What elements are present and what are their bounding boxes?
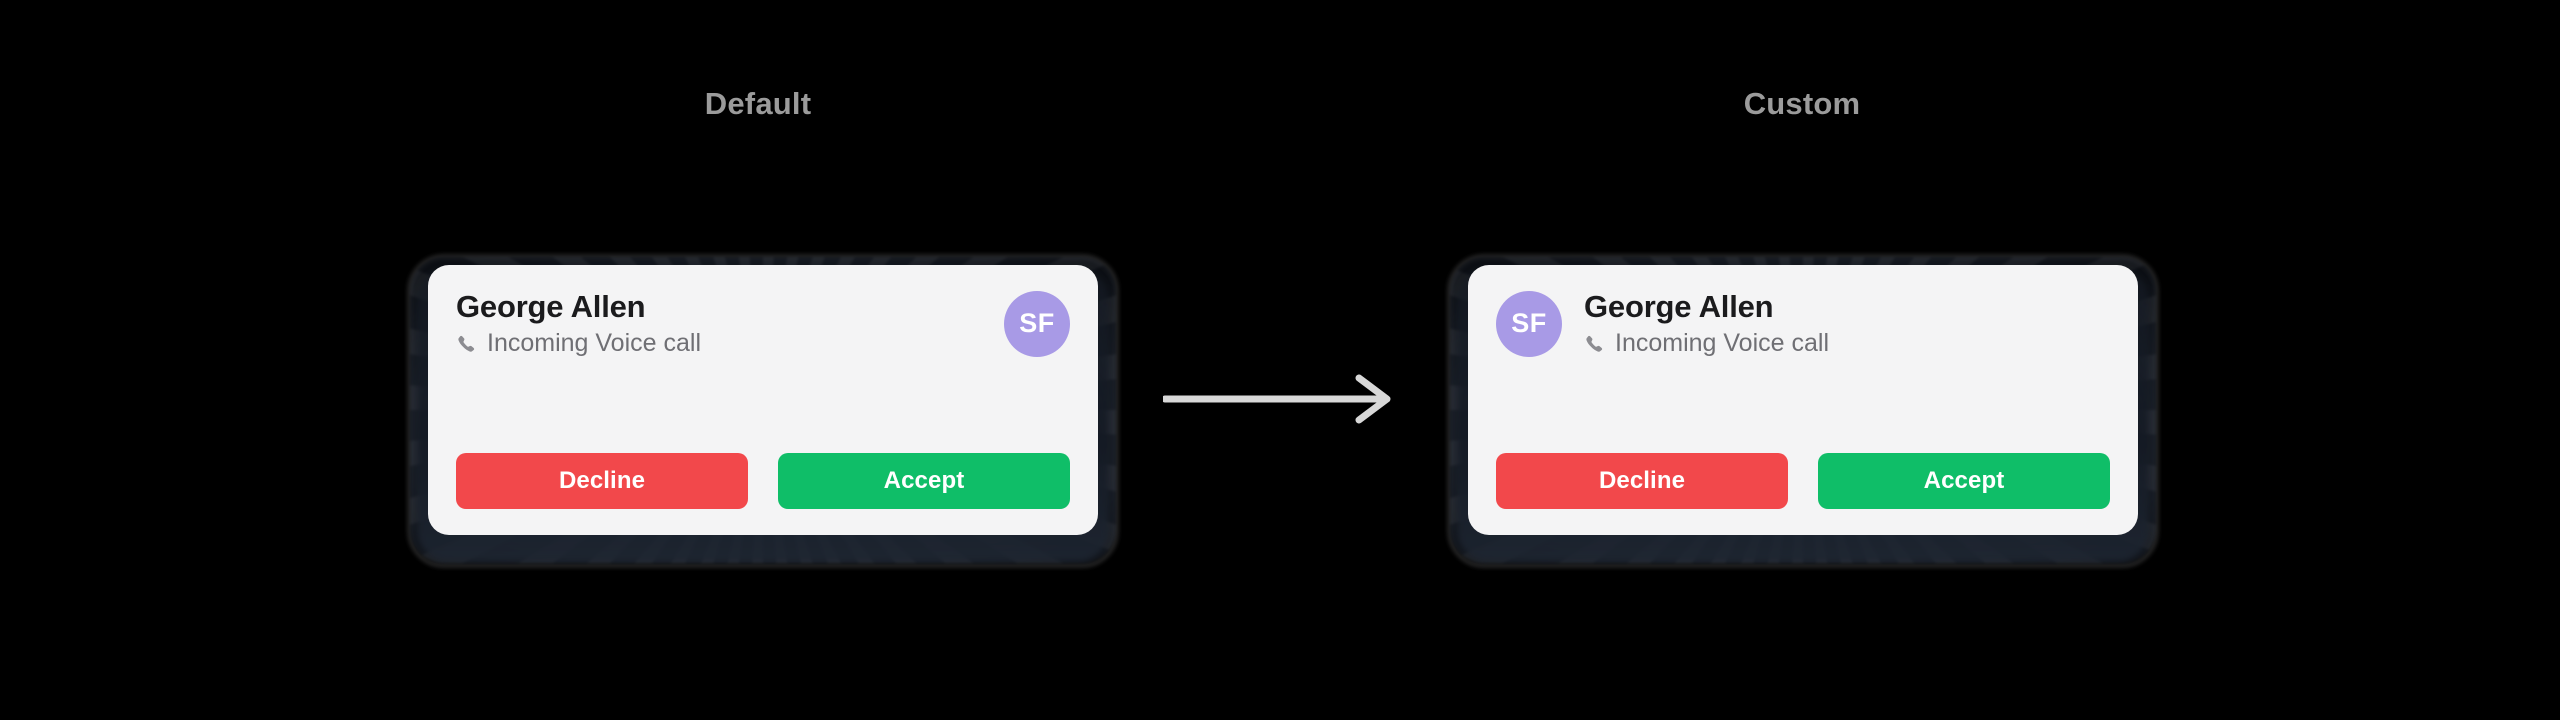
phone-icon [456,333,478,355]
call-card-header: SF George Allen Incoming Voice call [1496,289,2110,358]
decline-button[interactable]: Decline [1496,453,1788,509]
card-shadow-speckle [1448,255,2158,567]
call-status-text: Incoming Voice call [487,328,702,357]
accept-button[interactable]: Accept [1818,453,2110,509]
card-shadow-speckle [408,255,1118,567]
caller-name: George Allen [1584,289,1774,324]
call-actions: Decline Accept [1496,453,2110,509]
section-label-custom: Custom [1743,86,1861,121]
caller-info-block: George Allen Incoming Voice call [1584,289,1829,358]
call-status-row: Incoming Voice call [1584,329,1829,358]
caller-info-block: George Allen Incoming Voice call [456,289,701,358]
call-card-custom-wrapper: SF George Allen Incoming Voice call Decl… [1448,255,2158,567]
caller-name: George Allen [456,289,646,324]
phone-icon [1584,333,1606,355]
avatar[interactable]: SF [1496,290,1562,357]
section-label-default: Default [704,86,812,121]
decline-button[interactable]: Decline [456,453,748,509]
call-status-text: Incoming Voice call [1615,328,1830,357]
incoming-call-card-default[interactable]: George Allen Incoming Voice call SF Decl… [428,265,1098,535]
avatar[interactable]: SF [1004,290,1070,357]
call-card-header: George Allen Incoming Voice call SF [456,289,1070,358]
call-status-row: Incoming Voice call [456,329,701,358]
call-card-default-wrapper: George Allen Incoming Voice call SF Decl… [408,255,1118,567]
incoming-call-card-custom[interactable]: SF George Allen Incoming Voice call Decl… [1468,265,2138,535]
accept-button[interactable]: Accept [778,453,1070,509]
arrow-right-icon [1163,372,1403,426]
call-actions: Decline Accept [456,453,1070,509]
